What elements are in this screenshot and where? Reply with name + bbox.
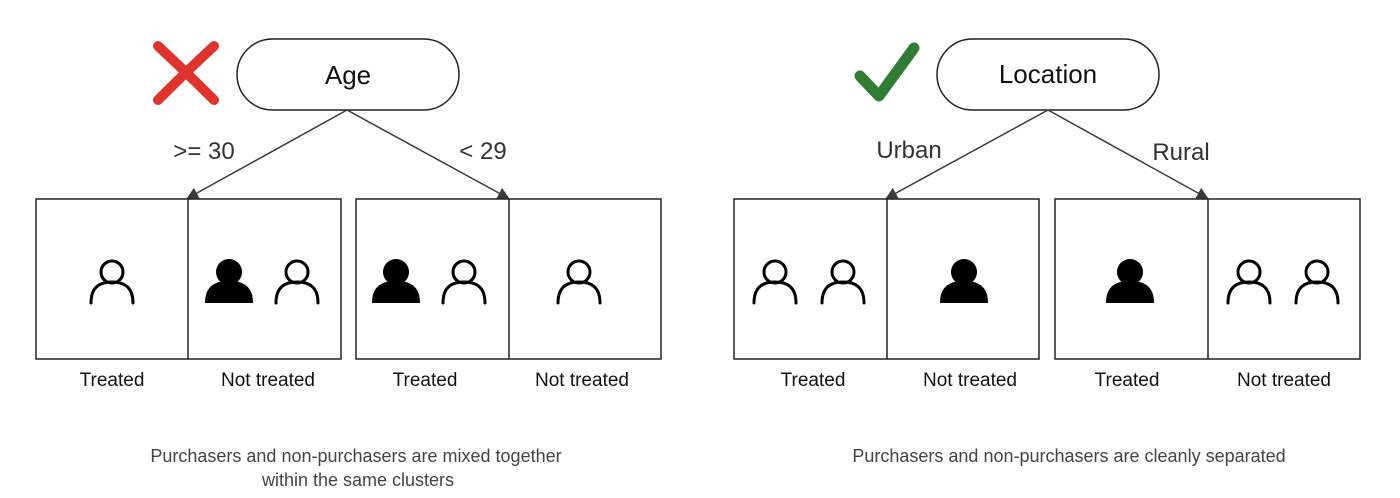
caption-line: Purchasers and non-purchasers are mixed … [150,446,561,466]
group-label: Treated [393,370,458,391]
cross-icon [153,41,219,105]
group-label: Not treated [923,370,1017,391]
group-label: Treated [781,370,846,391]
branch-left-arrow [885,109,1049,199]
root-node-label: Location [999,59,1097,89]
branch-right-label: < 29 [459,138,506,165]
group-label: Treated [80,370,145,391]
branch-left-label: Urban [876,137,941,164]
caption-line: within the same clusters [261,470,454,490]
group-label: Not treated [1237,370,1331,391]
branch-right-arrow [346,109,510,199]
branch-left-label: >= 30 [173,138,234,165]
left-panel: Age >= 30 < 29 Treated Not treated Treat… [35,38,662,490]
check-icon [854,42,920,102]
caption-line: Purchasers and non-purchasers are cleanl… [852,446,1285,466]
group-label: Not treated [535,370,629,391]
right-panel: Location Urban Rural Treated Not treated… [733,38,1361,466]
group-label: Not treated [221,370,315,391]
branch-right-label: Rural [1152,139,1209,166]
branch-right-arrow [1047,109,1209,199]
root-node-label: Age [325,60,371,90]
branch-left-arrow [186,109,348,199]
group-label: Treated [1095,370,1160,391]
